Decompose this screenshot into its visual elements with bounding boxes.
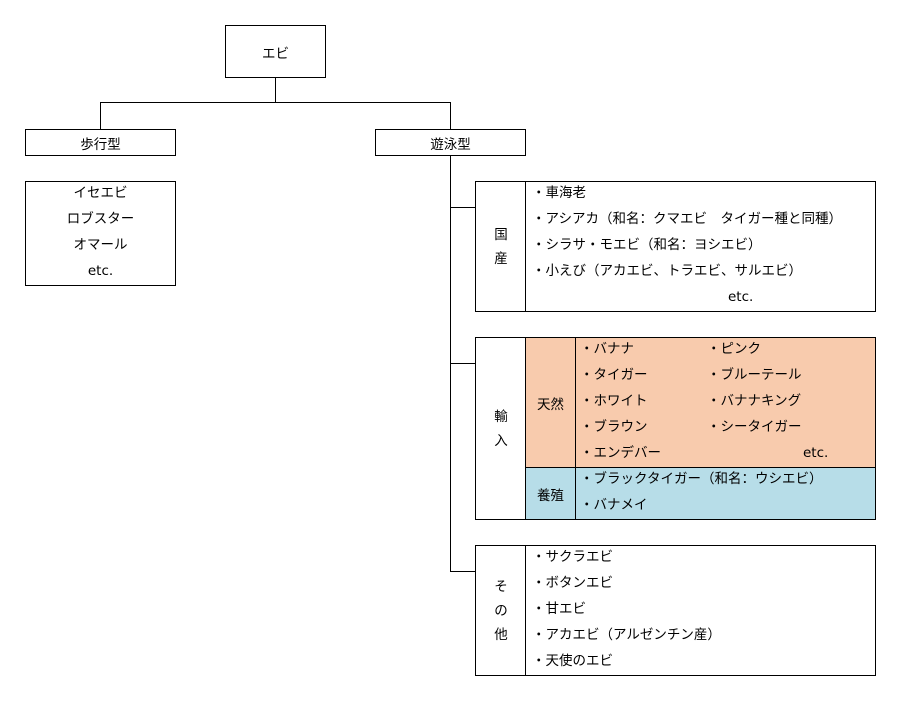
imported-divider-vertical	[525, 338, 526, 519]
walking-item: ロブスター	[66, 211, 135, 227]
domestic-item: ・小えび（アカエビ、トラエビ、サルエビ）	[532, 263, 802, 279]
natural-item: ・ブルーテール	[707, 367, 802, 383]
other-item: ・天使のエビ	[532, 653, 613, 669]
domestic-label: 国 産	[494, 226, 508, 267]
connector-root-down	[275, 77, 276, 103]
domestic-item: ・シラサ・モエビ（和名：ヨシエビ）	[532, 237, 762, 253]
walking-item: etc.	[87, 263, 114, 279]
domestic-divider	[525, 182, 526, 311]
swimming-node: 遊泳型	[375, 129, 526, 156]
natural-label-cell: 天然	[525, 338, 576, 468]
natural-item: ・タイガー	[580, 367, 648, 383]
natural-row	[525, 338, 875, 468]
connector-walking-down	[100, 102, 101, 129]
subtype-divider-vertical	[575, 338, 576, 519]
connector-imported	[450, 363, 476, 364]
domestic-item: ・車海老	[532, 185, 586, 201]
farmed-label: 養殖	[537, 487, 564, 504]
walking-label: 歩行型	[80, 136, 121, 153]
natural-label: 天然	[537, 397, 564, 413]
natural-item: ・ブラウン	[580, 419, 648, 435]
imported-label: 輸 入	[494, 408, 508, 449]
other-item: ・サクラエビ	[532, 549, 613, 565]
natural-item: ・バナナ	[580, 341, 634, 357]
other-item: ・甘エビ	[532, 601, 586, 617]
connector-other	[450, 571, 476, 572]
walking-item: オマール	[73, 237, 128, 253]
walking-items-box: イセエビ ロブスター オマール etc.	[25, 181, 176, 286]
other-item: ・アカエビ（アルゼンチン産）	[532, 627, 721, 643]
root-label: エビ	[262, 45, 289, 62]
natural-item: ・ホワイト	[580, 393, 648, 409]
domestic-item: ・アシアカ（和名：クマエビ タイガー種と同種）	[532, 211, 842, 227]
farmed-item: ・バナメイ	[580, 497, 648, 513]
natural-item: ・バナナキング	[707, 393, 802, 409]
other-label: そ の 他	[494, 578, 508, 643]
connector-domestic	[450, 207, 476, 208]
natural-item: ・ピンク	[707, 341, 761, 357]
root-node: エビ	[225, 25, 326, 78]
connector-horizontal-bar	[100, 102, 451, 103]
subtype-divider-horizontal	[525, 467, 875, 468]
farmed-item: ・ブラックタイガー（和名：ウシエビ）	[580, 471, 823, 487]
natural-item: ・シータイガー	[707, 419, 802, 435]
natural-etc: etc.	[803, 445, 829, 461]
connector-swimming-down	[450, 102, 451, 129]
walking-node: 歩行型	[25, 129, 176, 156]
farmed-label-cell: 養殖	[525, 468, 576, 519]
walking-item: イセエビ	[73, 185, 128, 201]
domestic-box: 国 産 ・車海老 ・アシアカ（和名：クマエビ タイガー種と同種） ・シラサ・モエ…	[475, 181, 876, 312]
natural-item: ・エンデバー	[580, 445, 661, 461]
imported-box: 輸 入 天然 ・バナナ ・タイガー ・ホワイト ・ブラウン ・エンデバー ・ピン…	[475, 337, 876, 520]
domestic-etc: etc.	[728, 289, 754, 305]
other-box: そ の 他 ・サクラエビ ・ボタンエビ ・甘エビ ・アカエビ（アルゼンチン産） …	[475, 545, 876, 676]
other-item: ・ボタンエビ	[532, 575, 613, 591]
swimming-label: 遊泳型	[430, 136, 471, 153]
farmed-row	[525, 468, 875, 519]
other-divider	[525, 546, 526, 675]
